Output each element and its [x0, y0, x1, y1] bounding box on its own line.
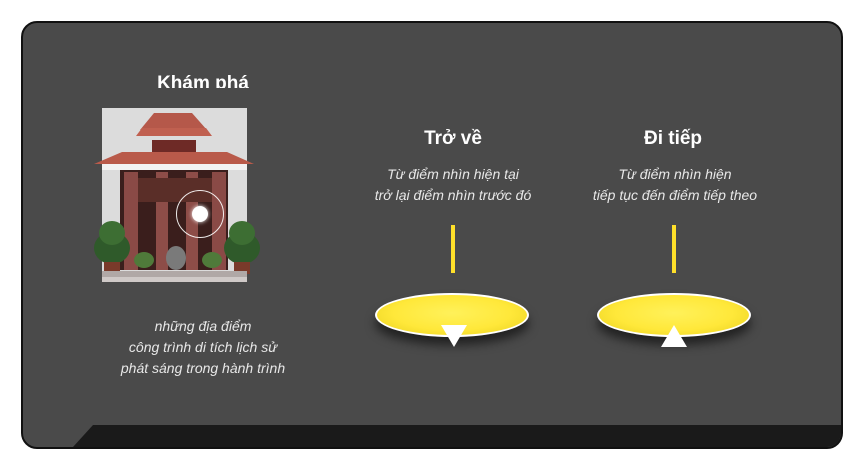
back-pointer-line [451, 225, 455, 273]
target-dot-icon[interactable] [192, 206, 208, 222]
triangle-up-icon[interactable] [661, 325, 687, 347]
forward-pointer-line [672, 225, 676, 273]
explore-target-ring[interactable] [176, 190, 224, 238]
panel-bottom-band [73, 425, 841, 447]
back-title: Trở về [424, 128, 482, 149]
explore-description: những địa điểm công trình di tích lịch s… [120, 318, 286, 376]
back-description: Từ điểm nhìn hiện tại trở lại điểm nhìn … [374, 166, 532, 203]
triangle-down-icon[interactable] [441, 325, 467, 347]
forward-title: Đi tiếp [643, 128, 703, 149]
forward-description: Từ điểm nhìn hiện tiếp tục đến điểm tiếp… [592, 166, 758, 203]
temple-photo [82, 88, 265, 282]
